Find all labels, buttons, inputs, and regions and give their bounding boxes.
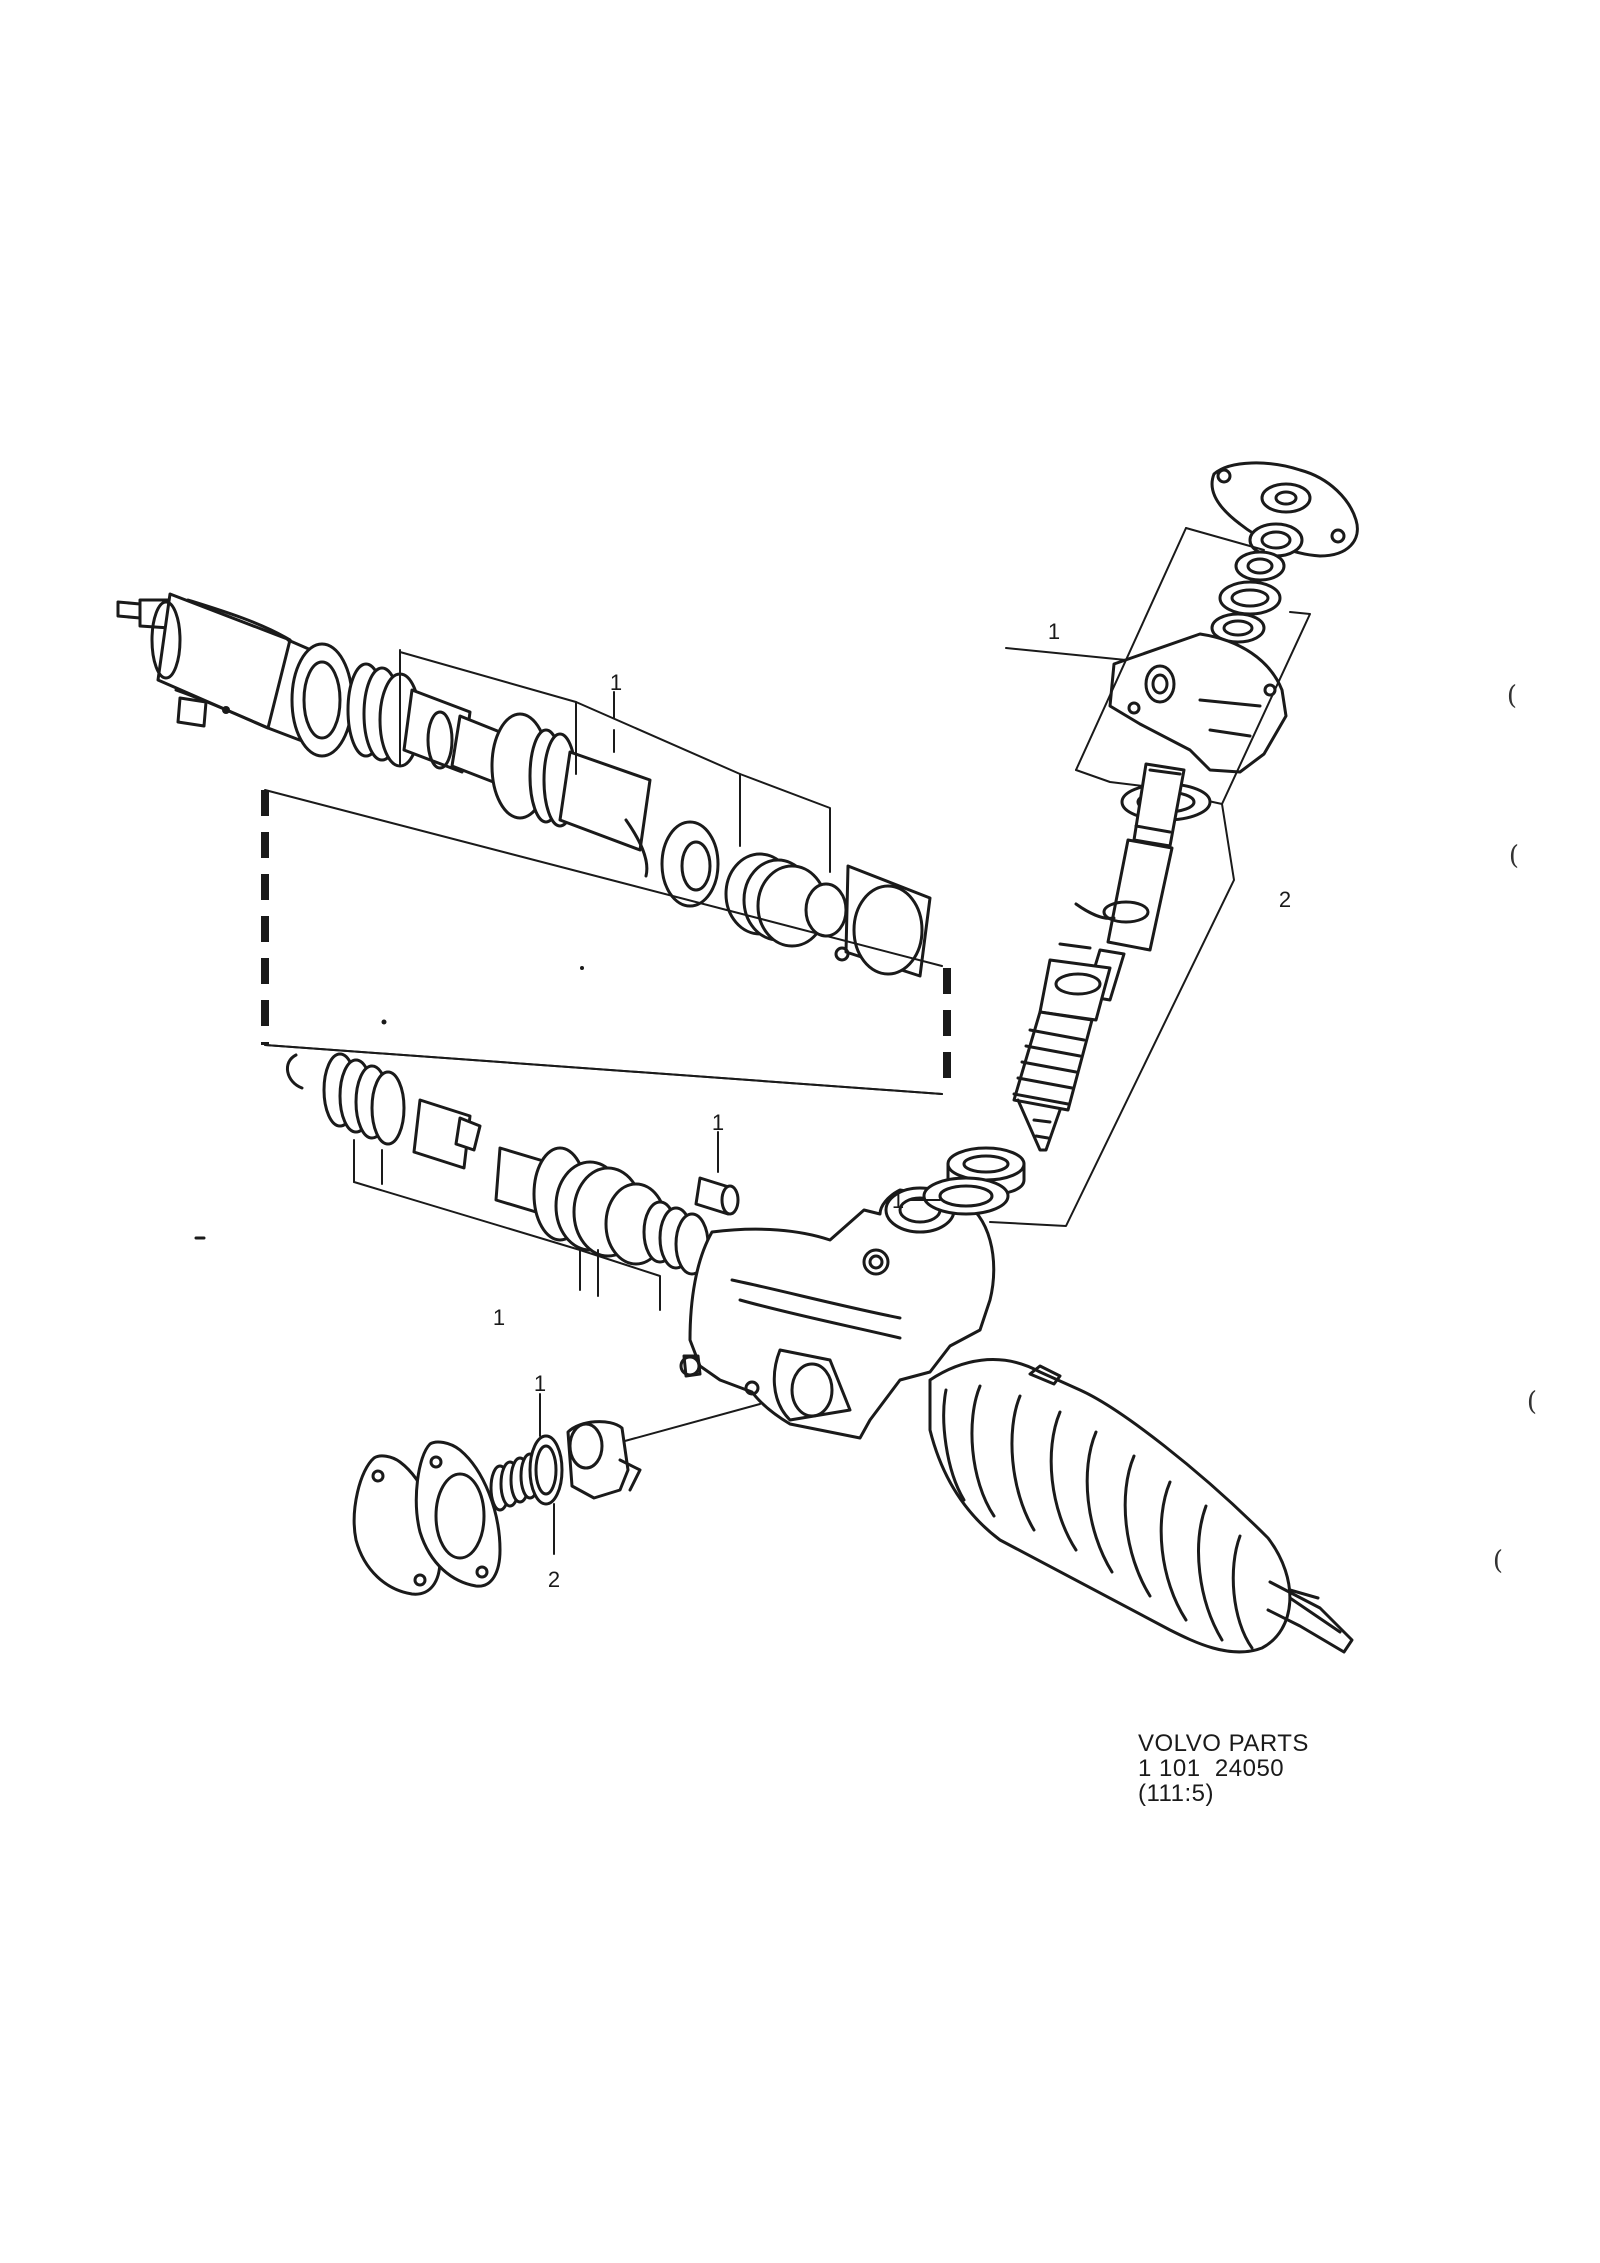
callout-pinion-bearing: 1: [891, 1188, 905, 1213]
callout-valve-sleeve-kit: 1: [609, 670, 623, 695]
pinion-shaft: [1012, 762, 1212, 1152]
diagram-reference: (111:5): [1138, 1780, 1214, 1808]
callout-pinion-seal-kit: 2: [1278, 887, 1292, 912]
upper-kit-bracket-lines: [399, 649, 831, 873]
margin-mark: (: [1508, 841, 1520, 871]
cylinder-tube-assembly: [116, 592, 354, 758]
callout-bushing: 1: [711, 1110, 725, 1135]
dashed-connection-frame: [261, 789, 951, 1095]
callout-pinion-housing-kit: 1: [1047, 619, 1061, 644]
rack-seal-parts: [286, 1052, 710, 1311]
part-reference-block: VOLVO PARTS 1 101 24050 (111:5): [1138, 1730, 1309, 1808]
callout-yoke-gasket: 2: [547, 1567, 561, 1592]
margin-mark: (: [1492, 1546, 1504, 1576]
brand-name: VOLVO PARTS: [1138, 1730, 1309, 1757]
callout-rack-seal-kit: 1: [492, 1305, 506, 1330]
part-number: 1 101 24050: [1138, 1755, 1285, 1783]
yoke-seal-ring: [528, 1393, 564, 1555]
margin-mark: (: [1526, 1387, 1538, 1417]
margin-mark: (: [1506, 681, 1518, 711]
valve-housing: [1108, 632, 1288, 774]
valve-rings-set: [346, 662, 932, 978]
pinion-cover: [1210, 461, 1359, 644]
callout-yoke-seal: 1: [533, 1371, 547, 1396]
yoke-plunger: [566, 1420, 642, 1500]
bushing-part: [694, 1131, 740, 1216]
bellows-boot: [928, 1358, 1354, 1654]
yoke-gasket-plate: [414, 1440, 502, 1588]
pinion-bearing-part: [909, 803, 1235, 1227]
